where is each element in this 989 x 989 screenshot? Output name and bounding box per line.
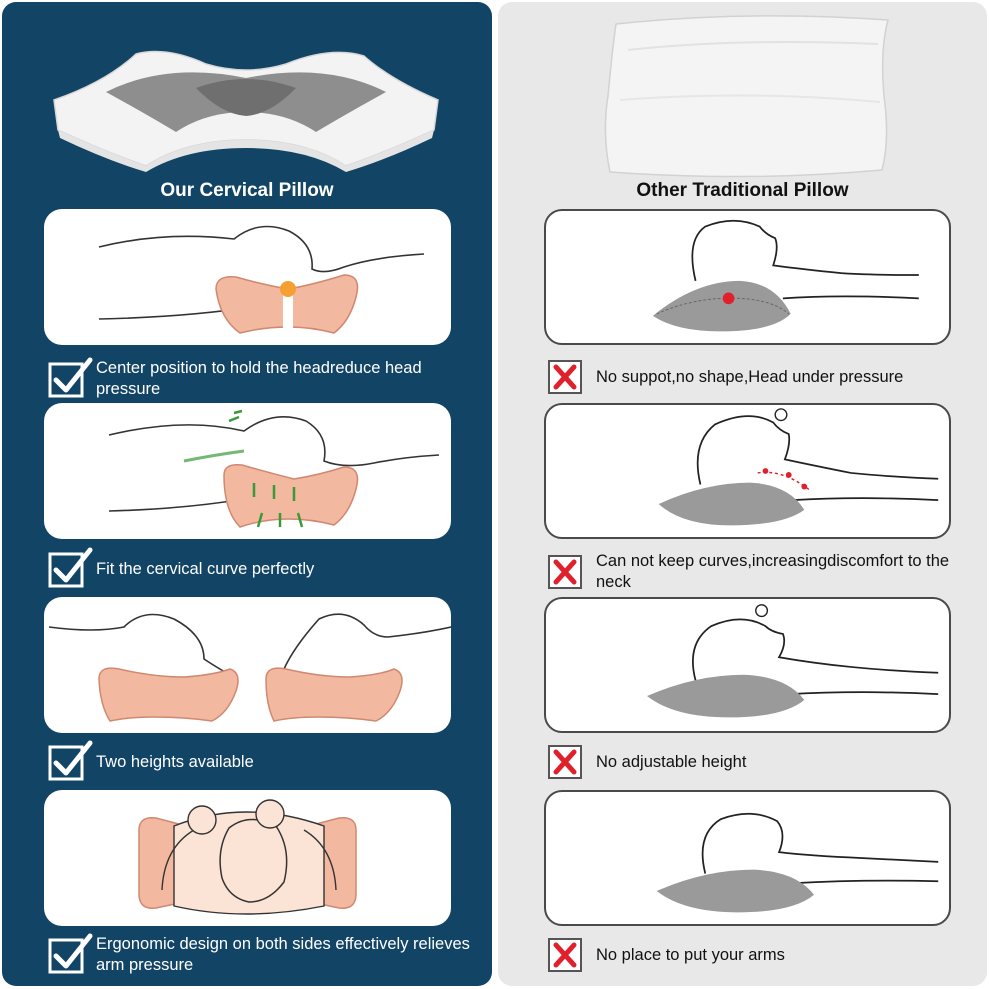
traditional-pillow-photo <box>598 10 898 180</box>
traditional-pillow-heading: Other Traditional Pillow <box>636 180 849 201</box>
issue-row-2: Can not keep curves,increasingdiscomfort… <box>548 551 978 593</box>
x-mark-icon <box>548 555 582 589</box>
x-mark-icon <box>548 745 582 779</box>
issue-text: No suppot,no shape,Head under pressure <box>596 367 904 386</box>
checkmark-icon <box>48 357 93 398</box>
two-heights-illustration <box>44 597 451 733</box>
feature-row-3: Two heights available <box>48 740 488 781</box>
feature-row-2: Fit the cervical curve perfectly <box>48 547 488 588</box>
x-mark-icon <box>548 360 582 394</box>
cervical-pillow-heading: Our Cervical Pillow <box>160 180 334 201</box>
checkmark-icon <box>48 547 93 588</box>
feature-row-1: Center position to hold the headreduce h… <box>48 357 488 400</box>
feature-text: Two heights available <box>96 752 254 771</box>
checkmark-icon <box>48 933 93 974</box>
issue-row-3: No adjustable height <box>548 745 978 779</box>
issue-row-1: No suppot,no shape,Head under pressure <box>548 360 978 394</box>
issue-text: No adjustable height <box>596 752 747 771</box>
feature-text: Center position to hold the headreduce h… <box>96 359 422 398</box>
x-mark-icon <box>548 938 582 972</box>
center-position-illustration <box>44 209 451 345</box>
feature-text: Fit the cervical curve perfectly <box>96 559 315 578</box>
fixed-height-illustration <box>544 597 951 733</box>
issue-row-4: No place to put your arms <box>548 938 978 972</box>
cervical-pillow-panel: Our Cervical Pillow Center position to h… <box>2 2 492 986</box>
traditional-pillow-panel: Other Traditional Pillow No suppot,no sh… <box>498 2 987 986</box>
feature-text: Ergonomic design on both sides effective… <box>96 935 470 974</box>
no-arm-space-illustration <box>544 790 951 926</box>
cervical-pillow-photo <box>46 42 446 172</box>
issue-text: No place to put your arms <box>596 945 785 964</box>
no-curve-illustration <box>544 403 951 539</box>
cervical-curve-illustration <box>44 403 451 539</box>
no-support-illustration <box>544 209 951 345</box>
issue-text: Can not keep curves,increasingdiscomfort… <box>596 552 950 591</box>
feature-row-4: Ergonomic design on both sides effective… <box>48 933 488 976</box>
checkmark-icon <box>48 740 93 781</box>
arm-support-illustration <box>44 790 451 926</box>
